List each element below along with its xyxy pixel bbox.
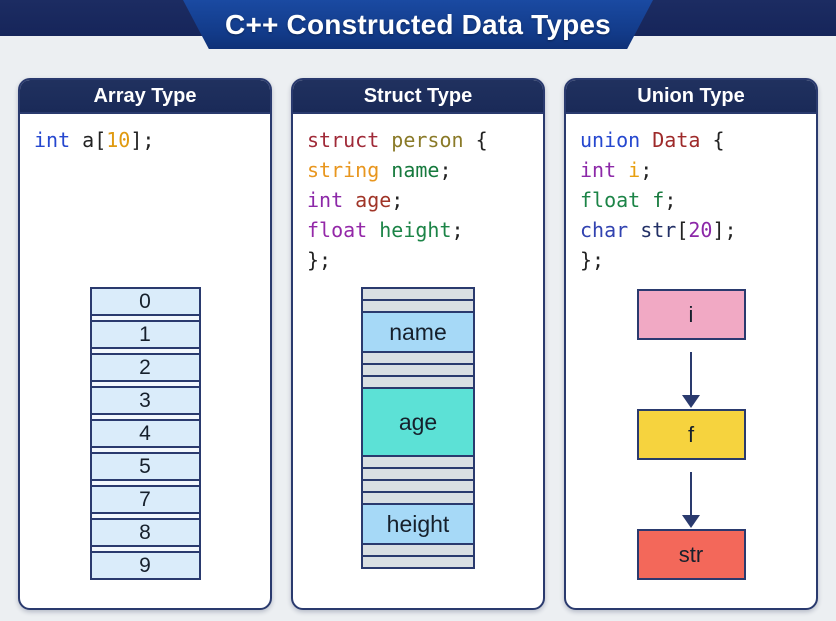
- code-token: ;: [439, 158, 452, 182]
- code-line: int a[10];: [34, 125, 258, 155]
- struct-diagram: name age height: [293, 287, 543, 569]
- code-token: name: [391, 158, 440, 182]
- code-line: string name;: [307, 155, 531, 185]
- code-line: char str[20];: [580, 215, 804, 245]
- code-line: int age;: [307, 185, 531, 215]
- code-token: {: [463, 128, 488, 152]
- array-cell-2: 2: [89, 353, 201, 382]
- array-code-block: int a[10];: [20, 114, 270, 155]
- title-banner: C++ Constructed Data Types: [183, 0, 653, 49]
- code-line: };: [307, 245, 531, 275]
- array-cell-4: 4: [89, 419, 201, 448]
- code-token: a[: [70, 128, 107, 152]
- code-token: [379, 158, 391, 182]
- code-token: height: [379, 218, 452, 242]
- cards-row: Array Type int a[10]; 0 1 2 3 4 5 7 8 9 Struct T…: [0, 78, 836, 610]
- union-member-i: i: [636, 289, 746, 340]
- card-union-header: Union Type: [566, 80, 816, 114]
- union-member-str: str: [636, 529, 746, 580]
- union-boxes-column: i f str: [636, 289, 746, 592]
- code-token: union: [580, 128, 641, 152]
- code-token: string: [307, 158, 380, 182]
- code-token: float: [580, 188, 641, 212]
- array-diagram: 0 1 2 3 4 5 7 8 9: [20, 287, 270, 580]
- code-token: Data: [652, 128, 701, 152]
- code-token: person: [391, 128, 464, 152]
- array-cell-5: 5: [89, 452, 201, 481]
- array-cell-0: 0: [89, 287, 201, 316]
- card-struct-type: Struct Type struct person {string name;i…: [291, 78, 545, 610]
- code-token: ;: [391, 188, 404, 212]
- code-token: struct: [307, 128, 380, 152]
- struct-memory-column: name age height: [361, 287, 475, 569]
- struct-code-block: struct person {string name;int age;float…: [293, 114, 543, 275]
- code-token: 20: [688, 218, 713, 242]
- card-array-header: Array Type: [20, 80, 270, 114]
- arrow-down-icon: [689, 472, 693, 516]
- card-struct-header: Struct Type: [293, 80, 543, 114]
- code-token: ];: [712, 218, 737, 242]
- code-token: ;: [664, 188, 677, 212]
- array-cell-8: 8: [89, 518, 201, 547]
- code-token: [640, 128, 652, 152]
- struct-field-height: height: [361, 503, 475, 545]
- struct-field-age: age: [361, 387, 475, 457]
- array-cell-9: 9: [89, 551, 201, 580]
- code-token: 10: [106, 128, 131, 152]
- code-token: [343, 188, 355, 212]
- code-token: [379, 128, 391, 152]
- card-union-title: Union Type: [637, 84, 745, 107]
- page-title: C++ Constructed Data Types: [225, 8, 611, 40]
- code-token: int: [307, 188, 344, 212]
- code-line: float height;: [307, 215, 531, 245]
- struct-field-name: name: [361, 311, 475, 353]
- code-token: char: [580, 218, 629, 242]
- code-token: [: [676, 218, 689, 242]
- code-line: };: [580, 245, 804, 275]
- code-line: float f;: [580, 185, 804, 215]
- code-token: };: [307, 248, 332, 272]
- code-token: int: [34, 128, 71, 152]
- code-token: [628, 218, 640, 242]
- arrow-down-icon: [689, 352, 693, 396]
- union-diagram: i f str: [566, 289, 816, 592]
- code-token: age: [355, 188, 392, 212]
- code-line: int i;: [580, 155, 804, 185]
- card-array-title: Array Type: [93, 84, 197, 107]
- code-token: [367, 218, 379, 242]
- code-token: };: [580, 248, 605, 272]
- array-cell-1: 1: [89, 320, 201, 349]
- code-token: float: [307, 218, 368, 242]
- struct-memory-stripe: [361, 555, 475, 569]
- code-token: [616, 158, 628, 182]
- array-memory-column: 0 1 2 3 4 5 7 8 9: [89, 287, 201, 580]
- code-token: str: [640, 218, 677, 242]
- card-struct-title: Struct Type: [363, 84, 473, 107]
- array-cell-7: 7: [89, 485, 201, 514]
- code-token: int: [580, 158, 617, 182]
- array-cell-3: 3: [89, 386, 201, 415]
- code-line: struct person {: [307, 125, 531, 155]
- union-member-f: f: [636, 409, 746, 460]
- code-token: {: [700, 128, 725, 152]
- union-code-block: union Data {int i;float f;char str[20];}…: [566, 114, 816, 275]
- code-token: ];: [130, 128, 155, 152]
- code-token: ;: [451, 218, 464, 242]
- code-line: union Data {: [580, 125, 804, 155]
- code-token: ;: [640, 158, 653, 182]
- code-token: i: [628, 158, 641, 182]
- card-array-type: Array Type int a[10]; 0 1 2 3 4 5 7 8 9: [18, 78, 272, 610]
- code-token: [640, 188, 652, 212]
- card-union-type: Union Type union Data {int i;float f;cha…: [564, 78, 818, 610]
- code-token: f: [652, 188, 665, 212]
